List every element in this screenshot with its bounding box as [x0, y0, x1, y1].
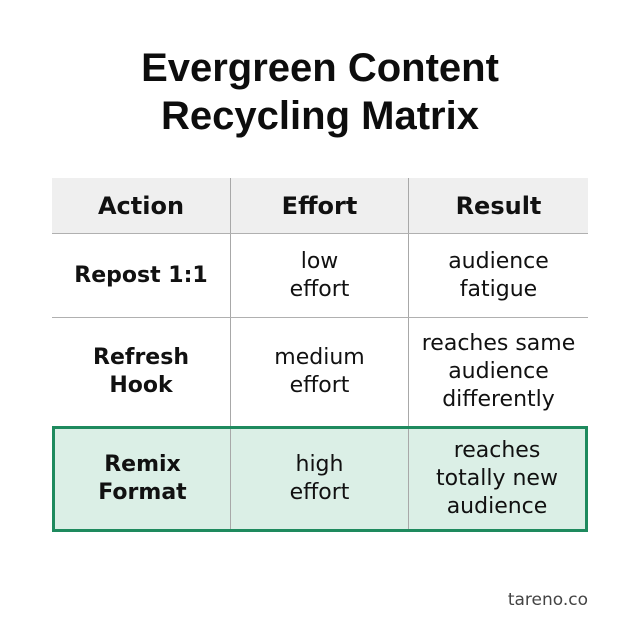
result-cell: reaches same audience differently: [421, 331, 576, 412]
effort-cell: low effort: [231, 234, 409, 317]
table-row-highlighted: Remix Format high effort reaches totally…: [52, 426, 588, 532]
footer-brand: tareno.co: [507, 590, 588, 610]
recycling-matrix-table: Action Effort Result Repost 1:1 low effo…: [52, 178, 588, 532]
effort-cell: high effort: [231, 429, 409, 529]
table-row: Refresh Hook medium effort reaches same …: [52, 318, 588, 426]
page-title: Evergreen Content Recycling Matrix: [141, 46, 499, 138]
action-cell: Refresh Hook: [52, 318, 231, 426]
effort-cell: medium effort: [231, 318, 409, 426]
result-cell: audience fatigue: [448, 248, 549, 302]
header-result: Result: [455, 191, 542, 220]
header-action: Action: [52, 178, 231, 233]
table-row: Repost 1:1 low effort audience fatigue: [52, 234, 588, 318]
table-header-row: Action Effort Result: [52, 178, 588, 234]
action-cell: Remix Format: [55, 429, 231, 529]
action-cell: Repost 1:1: [52, 234, 231, 317]
result-cell: reaches totally new audience: [436, 438, 558, 519]
header-effort: Effort: [231, 178, 409, 233]
